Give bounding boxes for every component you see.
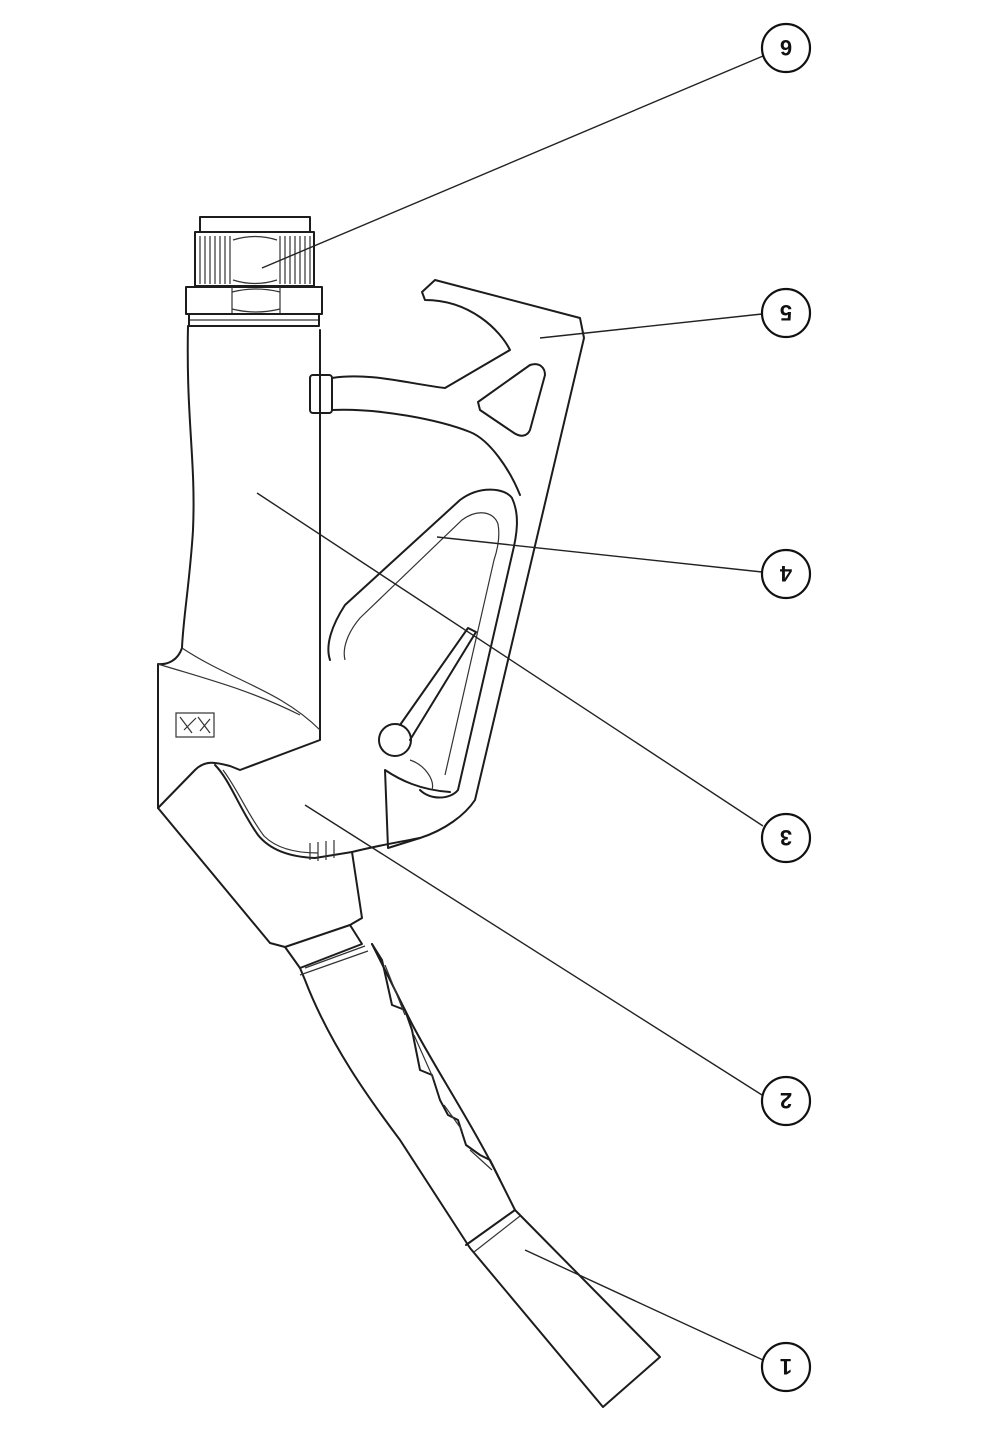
callout-circle [760,1341,812,1393]
callout-circle [760,548,812,600]
leader-line-4 [436,536,763,573]
callout-4: 4 [760,548,812,600]
leader-line-2 [304,804,763,1096]
callout-3: 3 [760,812,812,864]
callout-2: 2 [760,1075,812,1127]
swivel-connector [185,216,323,327]
brand-logo-icon [175,712,215,738]
callout-circle [760,812,812,864]
callout-circle [760,1075,812,1127]
callout-label: 4 [779,561,792,586]
callout-1: 1 [760,1341,812,1393]
callout-6: 6 [760,22,812,74]
callout-label: 6 [780,35,792,60]
leader-line-3 [256,492,764,827]
lever-guard [309,279,585,849]
callout-circle [760,22,812,74]
leader-line-1 [524,1249,764,1361]
callout-label: 5 [780,300,792,325]
lower-housing [157,764,421,969]
callout-label: 2 [780,1088,792,1113]
callout-circle [760,287,812,339]
leader-line-5 [539,313,763,339]
spout [299,943,661,1408]
leader-line-6 [261,55,764,269]
leader-lines [256,55,764,1361]
callout-5: 5 [760,287,812,339]
callout-label: 1 [780,1354,792,1379]
nozzle-body [157,325,321,809]
callout-label: 3 [780,825,792,850]
